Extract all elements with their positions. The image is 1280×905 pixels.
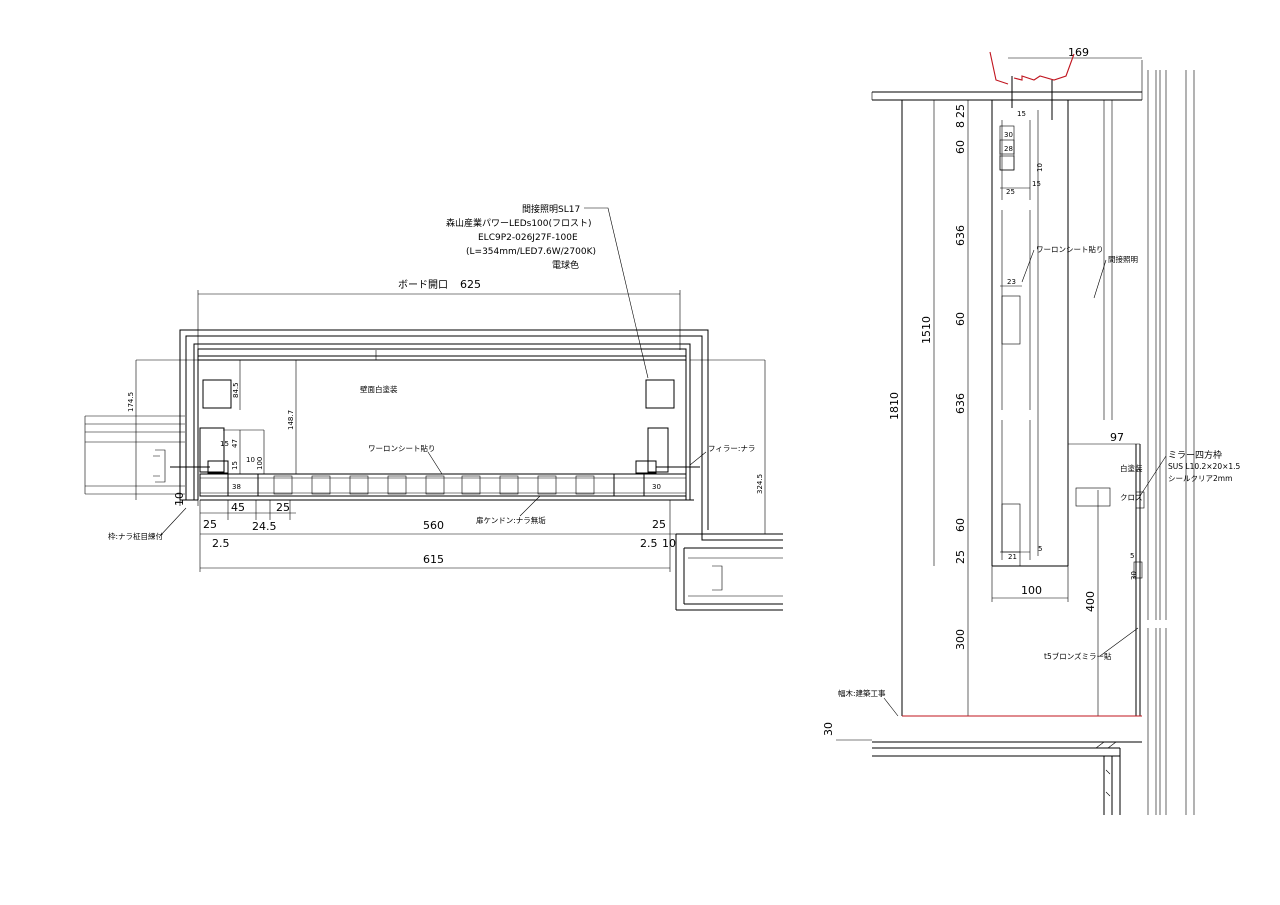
bracket-left — [207, 460, 229, 474]
light-fixture-right — [645, 379, 675, 409]
callout-line-4: (L=354mm/LED7.6W/2700K) — [466, 247, 596, 257]
right-section: 169 — [822, 46, 1241, 815]
dim-2-5a: 2.5 — [212, 537, 230, 550]
callout-line-5: 電球色 — [552, 259, 579, 271]
dim-25-top: 25 — [954, 104, 967, 118]
dim-47: 47 — [231, 439, 239, 448]
lighting-callout: 間接照明SL17 森山産業パワーLEDs100(フロスト) ELC9P2-026… — [446, 203, 649, 379]
ceiling-channel-red — [989, 51, 1075, 85]
wall-paint-label: 壁面白塗装 — [360, 384, 398, 394]
sdim-30b: 30 — [1130, 571, 1138, 580]
dim-1510: 1510 — [920, 316, 933, 344]
dim-60a: 60 — [954, 140, 967, 154]
left-section: 38 30 148.7 84.5 15 47 15 10 100 174.5 3… — [84, 203, 783, 611]
sdim-23: 23 — [1007, 278, 1016, 286]
floor — [872, 715, 1142, 815]
dim-169: 169 — [1068, 46, 1089, 59]
dim-400: 400 — [1084, 591, 1097, 612]
sdim-25: 25 — [1006, 188, 1015, 196]
baseboard-label: 幅木:建築工事 — [838, 688, 886, 698]
side-block-left — [199, 427, 225, 473]
dim-97: 97 — [1110, 431, 1124, 444]
dim-84-5: 84.5 — [232, 382, 240, 398]
dim-10-left: 10 — [173, 492, 186, 506]
right-wall-corner — [675, 526, 783, 611]
dim-60b: 60 — [954, 312, 967, 326]
callout-line-3: ELC9P2-026J27F-100E — [478, 233, 578, 243]
mirror-frame-line-3: シールクリア2mm — [1168, 474, 1232, 483]
board-opening-label: ボード開口 — [398, 279, 448, 291]
side-block-right — [647, 427, 669, 473]
lattice-panel: 38 30 — [199, 473, 687, 497]
dim-2-5b: 2.5 — [640, 537, 658, 550]
mirror-label: t5ブロンズミラー貼 — [1044, 651, 1112, 661]
dim-615: 615 — [423, 553, 444, 566]
dim-38: 38 — [232, 483, 241, 491]
white-paint-label: 白塗装 — [1120, 463, 1143, 473]
dim-636a: 636 — [954, 225, 967, 246]
bottom-dims: 10 45 25 25 24.5 560 25 2.5 2.5 10 615 — [173, 492, 676, 572]
dim-10: 10 — [246, 456, 255, 464]
dim-45: 45 — [231, 501, 245, 514]
dim-30: 30 — [652, 483, 661, 491]
dim-24-5: 24.5 — [252, 520, 277, 533]
sdim-10: 10 — [1036, 163, 1044, 172]
sdim-5a: 5 — [1038, 545, 1042, 553]
dim-10-right: 10 — [662, 537, 676, 550]
dim-324-5: 324.5 — [756, 474, 764, 494]
dim-636b: 636 — [954, 393, 967, 414]
dim-25b: 25 — [203, 518, 217, 531]
cabinet-body — [901, 100, 1113, 716]
right-wall — [1147, 70, 1195, 815]
dim-560: 560 — [423, 519, 444, 532]
dim-opening: ボード開口 625 — [197, 278, 681, 350]
door-edge-label: 扉ケンドン:ナラ無垢 — [476, 515, 546, 525]
mirror-assembly: 5 30 — [1130, 444, 1145, 716]
dim-25-bot: 25 — [954, 550, 967, 564]
frame-label: 枠:ナラ柾目練付 — [108, 531, 164, 541]
dim-25c: 25 — [652, 518, 666, 531]
mirror-frame-line-2: SUS L10.2×20×1.5 — [1168, 462, 1241, 471]
warlon-label-left: ワーロンシート貼り — [368, 443, 436, 453]
light-fixture-left — [202, 379, 232, 409]
sdim-28: 28 — [1004, 145, 1013, 153]
dim-15b: 15 — [231, 461, 239, 470]
dim-8: 8 — [954, 121, 967, 128]
dim-300: 300 — [954, 629, 967, 650]
ceiling: 169 — [871, 46, 1143, 120]
dim-100: 100 — [1021, 584, 1042, 597]
callout-line-2: 森山産業パワーLEDs100(フロスト) — [446, 217, 592, 229]
vertical-dims: 25 8 60 636 60 636 60 25 300 1510 1810 3… — [822, 100, 1140, 741]
niche-frame — [179, 329, 709, 530]
inner-dims: 148.7 84.5 15 47 15 10 100 174.5 324.5 — [127, 350, 766, 534]
dim-625: 625 — [460, 278, 481, 291]
sdim-15b: 15 — [1032, 180, 1041, 188]
sdim-15a: 15 — [1017, 110, 1026, 118]
callout-line-1: 間接照明SL17 — [522, 203, 580, 215]
mirror-frame-line-1: ミラー四方枠 — [1168, 449, 1222, 461]
left-wall — [84, 415, 185, 495]
dim-15: 15 — [220, 440, 229, 448]
dim-100: 100 — [256, 457, 264, 470]
dim-25a: 25 — [276, 501, 290, 514]
dim-30: 30 — [822, 722, 835, 736]
dim-174-5: 174.5 — [127, 392, 135, 412]
indirect-light-label: 間接照明 — [1108, 254, 1138, 264]
filler-label: フィラー:ナラ — [708, 444, 755, 453]
cloth-label: クロス — [1120, 493, 1143, 502]
sdim-21: 21 — [1008, 553, 1017, 561]
sdim-30: 30 — [1004, 131, 1013, 139]
cabinet-small-dims: 15 30 28 10 15 25 23 21 5 — [1000, 110, 1044, 561]
dim-60c: 60 — [954, 518, 967, 532]
sdim-5b: 5 — [1130, 552, 1134, 560]
warlon-label-right: ワーロンシート貼り — [1036, 244, 1104, 254]
bracket-right — [635, 460, 657, 474]
dim-148-7: 148.7 — [287, 410, 295, 430]
dim-1810: 1810 — [888, 392, 901, 420]
